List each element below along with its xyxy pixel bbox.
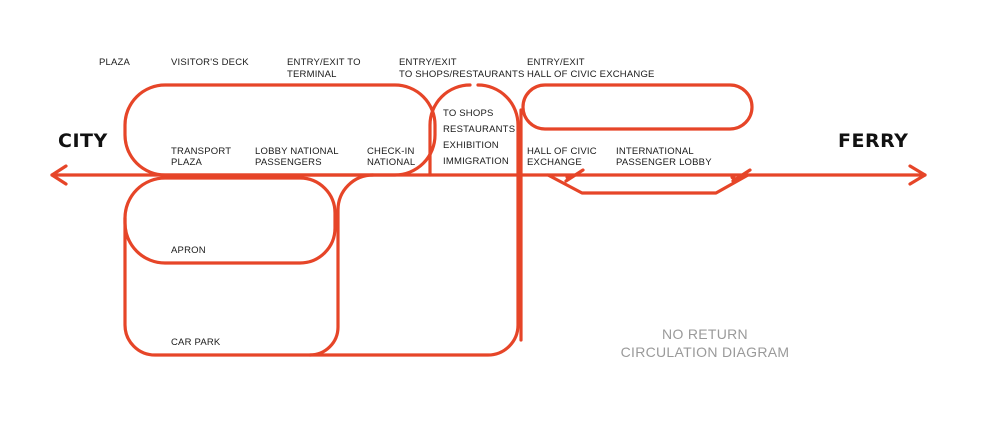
lobby-national-label-line2: PASSENGERS — [255, 157, 322, 168]
car-park-label: CAR PARK — [171, 337, 221, 348]
international-lobby-label-line1: INTERNATIONAL — [616, 146, 694, 157]
city-arrowhead — [50, 164, 68, 186]
shops-list-item: RESTAURANTS — [443, 124, 516, 135]
diagram-note-line1: NO RETURN — [662, 326, 748, 342]
apron-loop — [123, 176, 337, 265]
international-lobby-label-line2: PASSENGER LOBBY — [616, 157, 712, 168]
hall-civic-label-line2: EXCHANGE — [527, 157, 582, 168]
entry-civic-label-line2: HALL OF CIVIC EXCHANGE — [527, 69, 655, 80]
ferry-label: FERRY — [838, 130, 909, 152]
car-park-loop — [123, 173, 375, 357]
check-in-label-line2: NATIONAL — [367, 157, 416, 168]
gate-mark-2 — [731, 168, 752, 183]
diagram-note-line2: CIRCULATION DIAGRAM — [620, 344, 790, 360]
shops-loop-left — [428, 83, 472, 177]
entry-shops-label-line2: TO SHOPS/RESTAURANTS — [399, 69, 525, 80]
lobby-national-label-line1: LOBBY NATIONAL — [255, 146, 339, 157]
shops-list-item: IMMIGRATION — [443, 156, 509, 167]
check-in-label-line1: CHECK-IN — [367, 146, 415, 157]
entry-civic-label-line1: ENTRY/EXIT — [527, 57, 585, 68]
shops-loop — [308, 83, 520, 357]
transport-plaza-label-line1: TRANSPORT — [171, 146, 232, 157]
hall-civic-label-line1: HALL OF CIVIC — [527, 146, 597, 157]
plaza-label: PLAZA — [99, 57, 131, 68]
ferry-arrowhead — [908, 164, 927, 186]
entry-terminal-label-line1: ENTRY/EXIT TO — [287, 57, 361, 68]
visitors-deck-loop — [123, 83, 437, 177]
visitors-deck-label: VISITOR'S DECK — [171, 57, 249, 68]
international-bypass — [546, 173, 750, 195]
civic-upper-loop — [521, 83, 754, 131]
gate-dot-2 — [730, 174, 736, 180]
transport-plaza-label-line2: PLAZA — [171, 157, 203, 168]
city-label: CITY — [58, 130, 108, 152]
gate-dot-1 — [565, 174, 571, 180]
entry-shops-label-line1: ENTRY/EXIT — [399, 57, 457, 68]
entry-terminal-label-line2: TERMINAL — [287, 69, 337, 80]
shops-list-item: TO SHOPS — [443, 108, 494, 119]
shops-list-item: EXHIBITION — [443, 140, 499, 151]
apron-label: APRON — [171, 245, 206, 256]
